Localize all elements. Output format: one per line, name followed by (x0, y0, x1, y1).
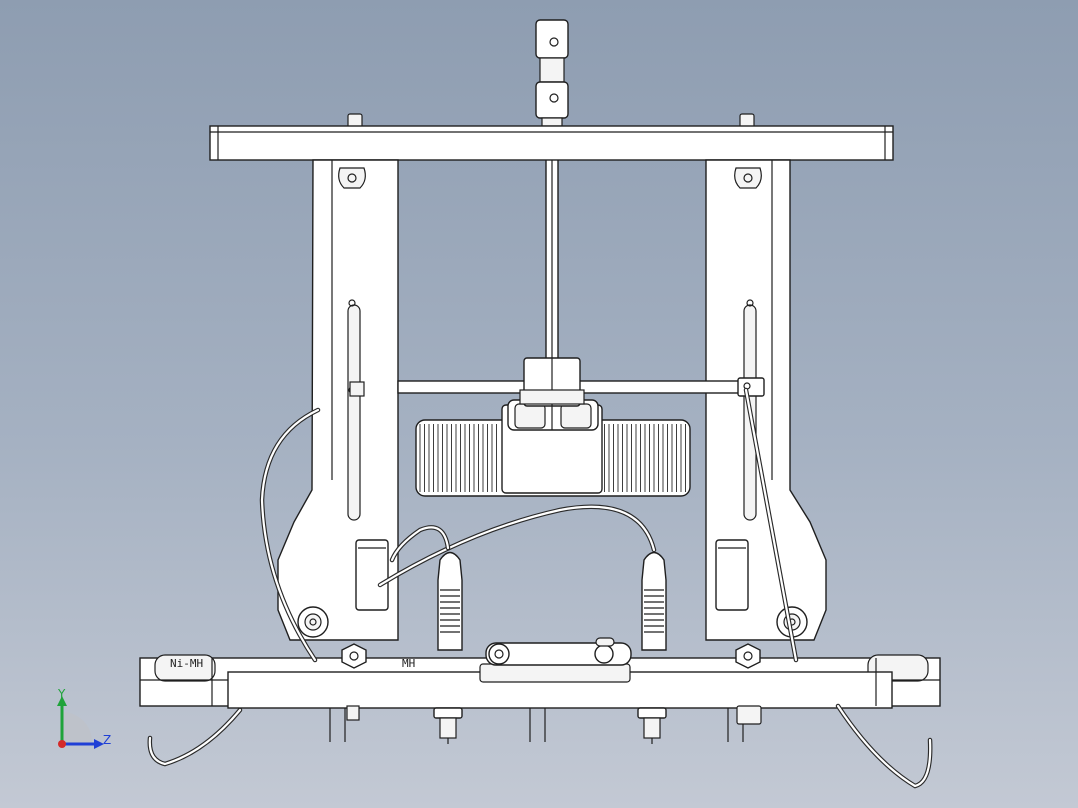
bottom-studs (329, 705, 762, 744)
wire-cross (377, 504, 657, 588)
wire-right-diagonal (743, 387, 799, 663)
motor-unit (415, 357, 691, 497)
top-coupler (535, 19, 569, 127)
wire-bottom-left (147, 707, 243, 767)
top-plate (209, 113, 894, 161)
z-axis-arrow (94, 739, 104, 749)
left-arm (277, 159, 399, 641)
wheel-ribs (419, 424, 686, 492)
x-axis-dot (58, 740, 66, 748)
right-arm (705, 159, 827, 641)
battery-label-left: Ni-MH (170, 657, 203, 670)
battery-label-right: MH (402, 657, 415, 670)
connector-right (641, 551, 667, 651)
connector-left (437, 551, 463, 651)
y-axis-label: Y (57, 687, 66, 701)
y-axis-arrow (57, 696, 67, 706)
wire-left-loop (259, 407, 321, 663)
wire-bottom-right (835, 703, 933, 789)
mount-nuts (341, 643, 761, 669)
axis-triad: Y Z (57, 687, 111, 749)
servo-horn (479, 637, 632, 683)
z-axis-label: Z (103, 733, 111, 747)
